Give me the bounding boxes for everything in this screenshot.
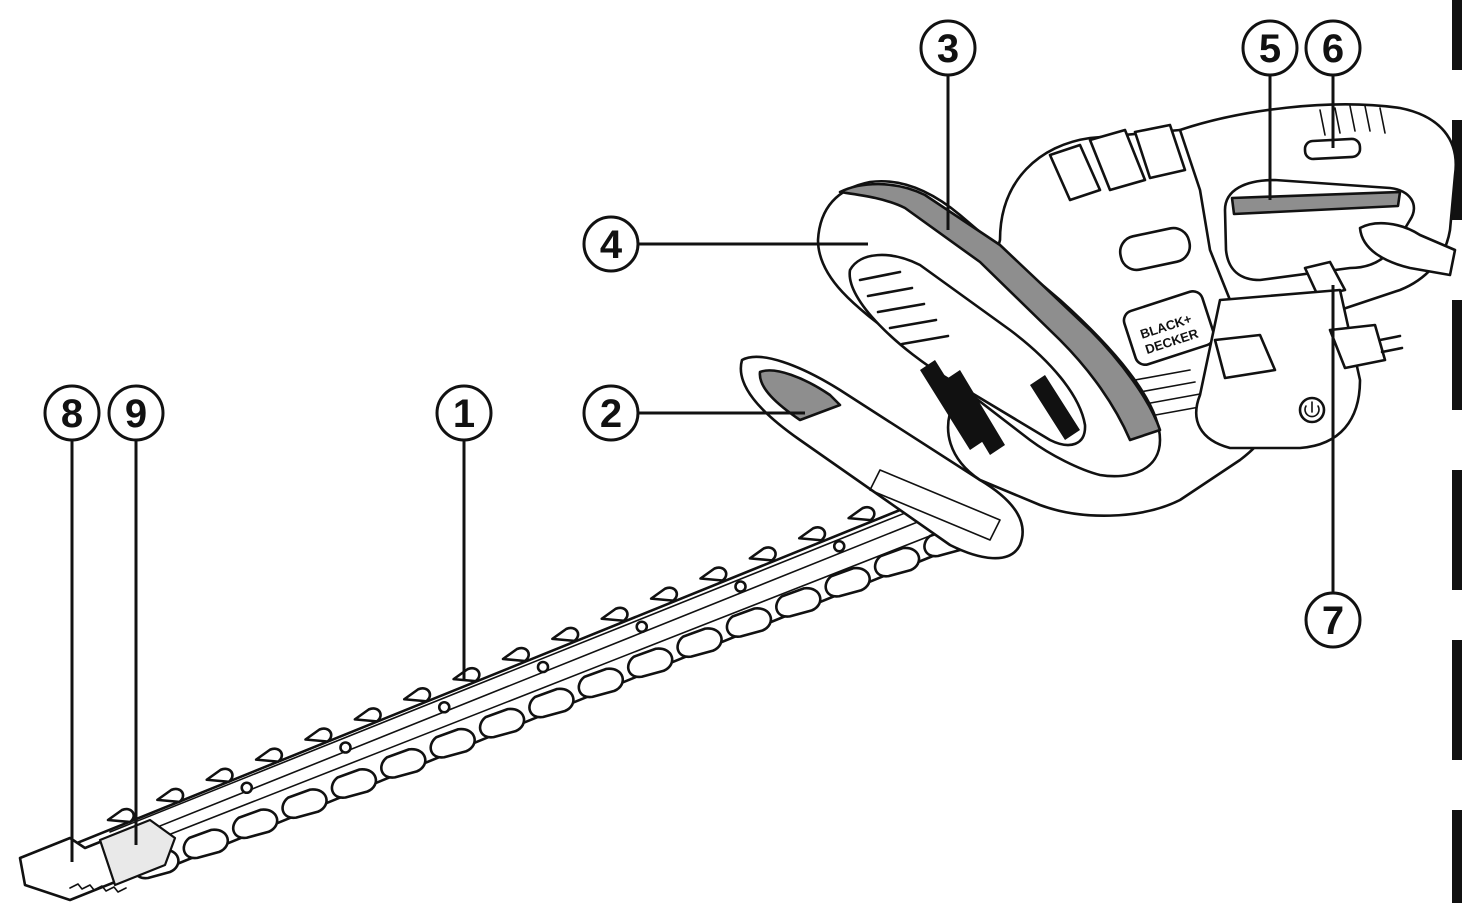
hand-guard-inner xyxy=(758,369,842,422)
callout-label-9: 9 xyxy=(125,392,147,436)
front-handle-opening xyxy=(848,253,1087,447)
top-vent-1 xyxy=(1048,143,1102,202)
side-vent-lines xyxy=(1134,369,1206,417)
blade-tooth-lower xyxy=(873,546,921,578)
front-handle xyxy=(816,180,1162,478)
lower-housing xyxy=(1194,288,1362,450)
blade-rivet xyxy=(536,660,550,674)
callout-6: 6 xyxy=(1304,19,1362,77)
blade-tooth-upper xyxy=(551,626,580,643)
blade-tooth-lower xyxy=(676,627,723,658)
blade xyxy=(18,485,970,902)
blade-tooth-upper xyxy=(501,646,530,663)
callout-label-1: 1 xyxy=(453,392,475,436)
hand-guard-slot xyxy=(869,469,1001,541)
blade-rivet xyxy=(635,620,649,634)
callout-3: 3 xyxy=(919,19,977,77)
front-handle-vents xyxy=(858,270,950,346)
blade-rivet xyxy=(832,539,846,553)
blade-tooth-lower xyxy=(725,607,773,638)
front-handle-grip xyxy=(838,182,1162,442)
blade-center-line xyxy=(129,529,946,851)
blade-spine-2 xyxy=(119,514,936,843)
plug-pins xyxy=(1378,334,1404,354)
callout-2: 2 xyxy=(582,384,640,442)
callout-label-7: 7 xyxy=(1322,599,1344,643)
callouts: 1 2 3 4 5 6 7 8 xyxy=(43,19,1362,862)
callout-5: 5 xyxy=(1241,19,1299,77)
callout-1: 1 xyxy=(435,384,493,442)
blade-tooth-lower xyxy=(577,667,625,699)
blade-teeth-lower xyxy=(133,526,970,880)
page-edge-tabs xyxy=(1452,0,1462,903)
callout-7: 7 xyxy=(1304,591,1362,649)
hand-guard xyxy=(739,355,1024,560)
blade-tooth-lower xyxy=(231,808,279,840)
blade-rivet xyxy=(240,781,254,795)
rear-grip-ribs xyxy=(1319,105,1386,136)
callout-label-6: 6 xyxy=(1322,27,1344,71)
callout-label-3: 3 xyxy=(937,27,959,71)
blade-tooth-lower xyxy=(478,707,526,739)
blade-tooth-upper xyxy=(353,707,382,723)
blade-tooth-upper xyxy=(847,505,876,522)
blade-tooth-lower xyxy=(182,828,230,860)
callout-8: 8 xyxy=(43,384,101,442)
blade-tooth-upper xyxy=(600,606,629,623)
blade-tooth-upper xyxy=(304,727,333,743)
side-slot-1 xyxy=(1118,226,1192,272)
rear-handle xyxy=(1178,103,1458,450)
blade-tooth-lower xyxy=(281,788,328,819)
blade-tooth-upper xyxy=(649,586,679,602)
blade-teeth-upper xyxy=(106,485,925,824)
blade-tooth-upper xyxy=(797,526,827,542)
callout-label-5: 5 xyxy=(1259,27,1281,71)
callout-label-4: 4 xyxy=(600,223,623,267)
blade-tooth-upper xyxy=(748,546,777,562)
lower-housing-slot xyxy=(1213,333,1277,380)
blade-tooth-lower xyxy=(775,587,822,618)
blade-tooth-lower xyxy=(626,647,674,679)
callout-4: 4 xyxy=(582,215,640,273)
tip-protector xyxy=(98,818,177,887)
blade-tooth-upper xyxy=(106,807,135,824)
blade-tooth-lower xyxy=(330,768,378,799)
blade-tooth-lower xyxy=(429,727,476,759)
blade-tooth-upper xyxy=(402,687,432,703)
blade-spine xyxy=(109,504,926,833)
blade-tooth-upper xyxy=(699,566,728,582)
blade-tooth-lower xyxy=(380,748,427,779)
callout-label-8: 8 xyxy=(61,392,83,436)
rear-handle-grip xyxy=(1230,190,1402,216)
blade-tip-serration xyxy=(69,883,127,893)
power-icon xyxy=(1298,396,1326,424)
top-vent-3 xyxy=(1133,123,1187,180)
blade-bar xyxy=(38,508,962,877)
blade-rivet xyxy=(339,741,352,754)
callout-label-2: 2 xyxy=(600,392,622,436)
blade-rivet xyxy=(437,700,451,714)
blade-tooth-upper xyxy=(205,767,234,784)
cord-guard xyxy=(1358,222,1457,277)
blade-tooth-lower xyxy=(824,566,871,598)
front-handle-fins xyxy=(920,360,1080,455)
blade-tooth-upper xyxy=(156,787,185,804)
blade-tooth-upper xyxy=(254,747,284,763)
blade-tooth-lower xyxy=(528,687,575,719)
callout-9: 9 xyxy=(107,384,165,442)
blade-tooth-upper xyxy=(452,666,481,683)
top-vent-2 xyxy=(1088,128,1147,192)
blade-rivet xyxy=(734,580,747,593)
power-plug xyxy=(1328,323,1387,370)
trigger-switch xyxy=(1303,260,1347,298)
